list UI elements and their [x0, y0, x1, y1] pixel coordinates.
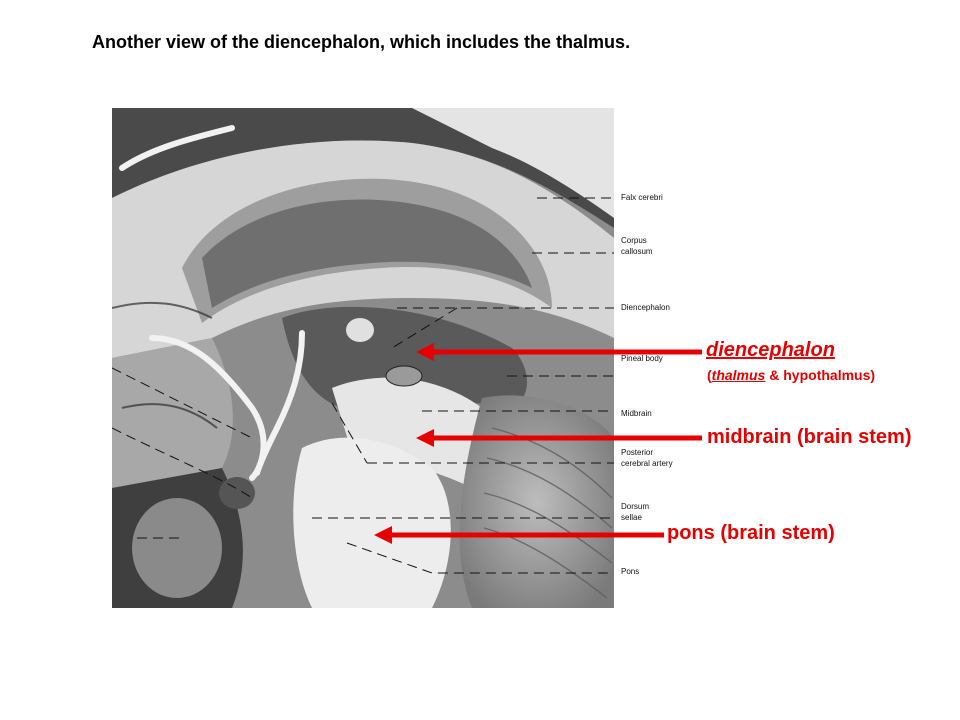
arrow-pons	[374, 526, 664, 544]
arrow-midbrain	[416, 429, 702, 447]
label-posterior-cerebral-artery-line1: Posterior	[621, 448, 654, 457]
label-pons: Pons	[621, 567, 640, 576]
label-diencephalon: Diencephalon	[621, 303, 670, 312]
page-title: Another view of the diencephalon, which …	[92, 32, 631, 52]
annotation-sub-term: thalmus	[711, 367, 766, 383]
brain-sagittal-illustration	[112, 108, 614, 608]
label-midbrain: Midbrain	[621, 409, 652, 418]
label-posterior-cerebral-artery-line2: cerebral artery	[621, 459, 673, 468]
annotation-pons: pons (brain stem)	[667, 522, 835, 544]
label-dorsum-sellae-line2: sellae	[621, 513, 642, 522]
arrow-diencephalon	[416, 343, 702, 361]
label-falx-cerebri: Falx cerebri	[621, 193, 663, 202]
annotation-midbrain: midbrain (brain stem)	[707, 426, 912, 448]
annotation-diencephalon-text: diencephalon	[706, 339, 835, 361]
annotation-diencephalon-subtext: (thalmus & hypothalmus)	[707, 367, 875, 383]
label-corpus-callosum-line1: Corpus	[621, 236, 647, 245]
annotation-sub-rest: & hypothalmus)	[765, 367, 876, 383]
annotation-diencephalon: diencephalon	[706, 339, 835, 362]
label-dorsum-sellae-line1: Dorsum	[621, 502, 650, 511]
label-pineal-body: Pineal body	[621, 354, 663, 363]
annotation-sub-open: (	[707, 367, 712, 383]
label-corpus-callosum-line2: callosum	[621, 247, 653, 256]
